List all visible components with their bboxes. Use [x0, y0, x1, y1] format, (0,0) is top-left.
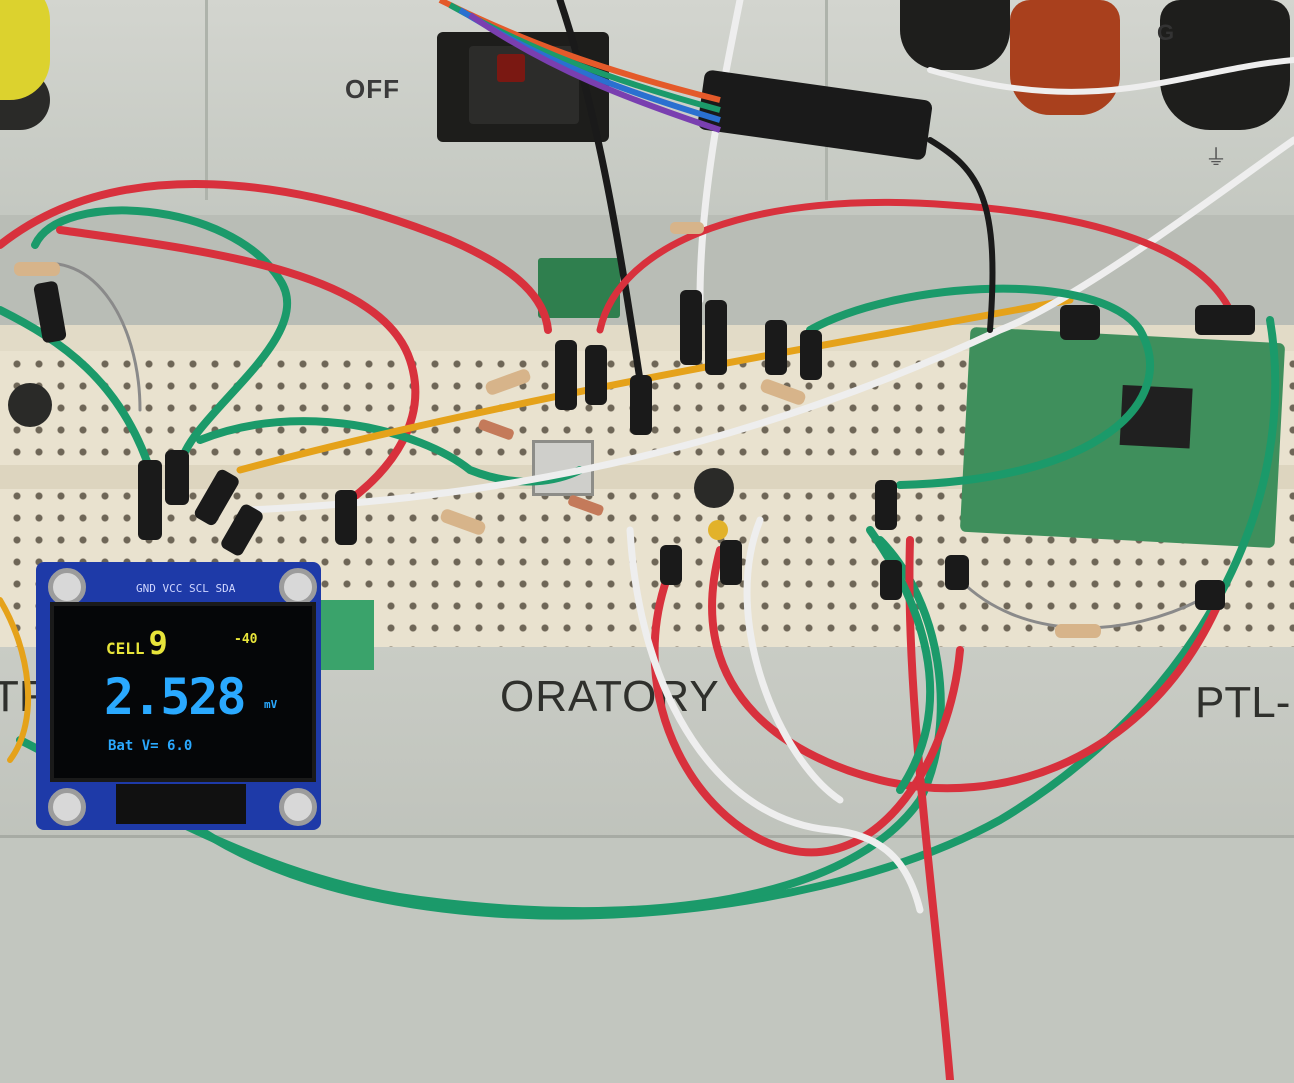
- header-pin: [630, 375, 652, 435]
- wire-yellow: [236, 296, 1074, 474]
- yellow-knob[interactable]: [0, 0, 50, 100]
- oled-protective-tab: [316, 600, 374, 670]
- binding-post-black[interactable]: [900, 0, 1010, 70]
- wire-green: [196, 316, 1280, 920]
- wire-green: [0, 306, 154, 474]
- wire-yellow: [0, 597, 32, 763]
- wire-green: [866, 526, 934, 794]
- ribbon-cable: [468, 12, 721, 133]
- wire-black: [556, 0, 644, 384]
- wire-green: [806, 284, 1154, 489]
- header-pin: [194, 469, 239, 526]
- wire-green: [16, 536, 945, 916]
- wire-red: [650, 566, 964, 857]
- header-pin: [335, 490, 357, 545]
- diode: [568, 495, 604, 516]
- ground-symbol-icon: ⏚: [1205, 145, 1228, 170]
- mounting-hole: [48, 788, 86, 826]
- cell-number: 9: [148, 624, 168, 662]
- wire-red: [708, 546, 1224, 793]
- resistor: [1055, 624, 1101, 638]
- resistor: [670, 222, 704, 234]
- resistor-lead: [958, 578, 1202, 630]
- header-pin: [680, 290, 702, 365]
- header-pin: [800, 330, 822, 380]
- mounting-hole: [279, 788, 317, 826]
- ribbon-cable: [438, 0, 721, 103]
- binding-post-red[interactable]: [1010, 0, 1120, 115]
- header-pin: [1195, 580, 1225, 610]
- wire-red: [0, 180, 552, 334]
- resistor: [485, 369, 531, 395]
- header-pin: [765, 320, 787, 375]
- header-pin: [875, 480, 897, 530]
- rocker-indicator: [497, 54, 525, 82]
- oled-ribbon: [116, 784, 246, 824]
- resistor: [760, 379, 806, 405]
- panel-seam: [205, 0, 208, 200]
- header-pin: [660, 545, 682, 585]
- wire-red: [596, 198, 1234, 334]
- header-pin: [138, 460, 162, 540]
- diode: [478, 419, 514, 440]
- wire-green: [31, 206, 292, 474]
- header-pin: [33, 281, 67, 343]
- brand-label: ORATORY: [500, 672, 720, 721]
- oled-pin-labels: GND VCC SCL SDA: [136, 582, 236, 595]
- header-pin: [720, 540, 742, 585]
- wire-white: [927, 57, 1294, 95]
- header-pin: [1060, 305, 1100, 340]
- header-pin: [585, 345, 607, 405]
- header-pin: [705, 300, 727, 375]
- resistor: [14, 262, 60, 276]
- header-pin: [880, 560, 902, 600]
- header-pin: [221, 504, 263, 556]
- wire-white: [246, 136, 1294, 514]
- wire-white: [743, 516, 844, 804]
- jack-label: G: [1157, 20, 1175, 45]
- capacitor: [708, 520, 728, 540]
- resistor: [440, 509, 486, 535]
- mounting-hole: [279, 568, 317, 606]
- wire-white: [696, 0, 744, 304]
- voltage-reading: 2.528: [104, 668, 247, 726]
- cell-label: CELL: [106, 639, 145, 658]
- header-pin: [1195, 305, 1255, 335]
- battery-voltage: Bat V= 6.0: [108, 738, 193, 754]
- transistor: [8, 383, 52, 427]
- power-switch-label: OFF: [345, 74, 400, 104]
- model-label: PTL-: [1195, 678, 1291, 727]
- wire-black: [927, 137, 996, 333]
- header-pin: [165, 450, 189, 505]
- header-pin: [555, 340, 577, 410]
- voltage-unit: mV: [264, 698, 278, 711]
- wire-red: [56, 226, 420, 504]
- trainer-ledge: [0, 835, 1294, 1083]
- wire-white: [626, 526, 924, 914]
- header-pin: [945, 555, 969, 590]
- mounting-hole: [48, 568, 86, 606]
- jumper-bundle: [697, 70, 933, 160]
- transistor: [694, 468, 734, 508]
- rssi-value: -40: [234, 632, 258, 647]
